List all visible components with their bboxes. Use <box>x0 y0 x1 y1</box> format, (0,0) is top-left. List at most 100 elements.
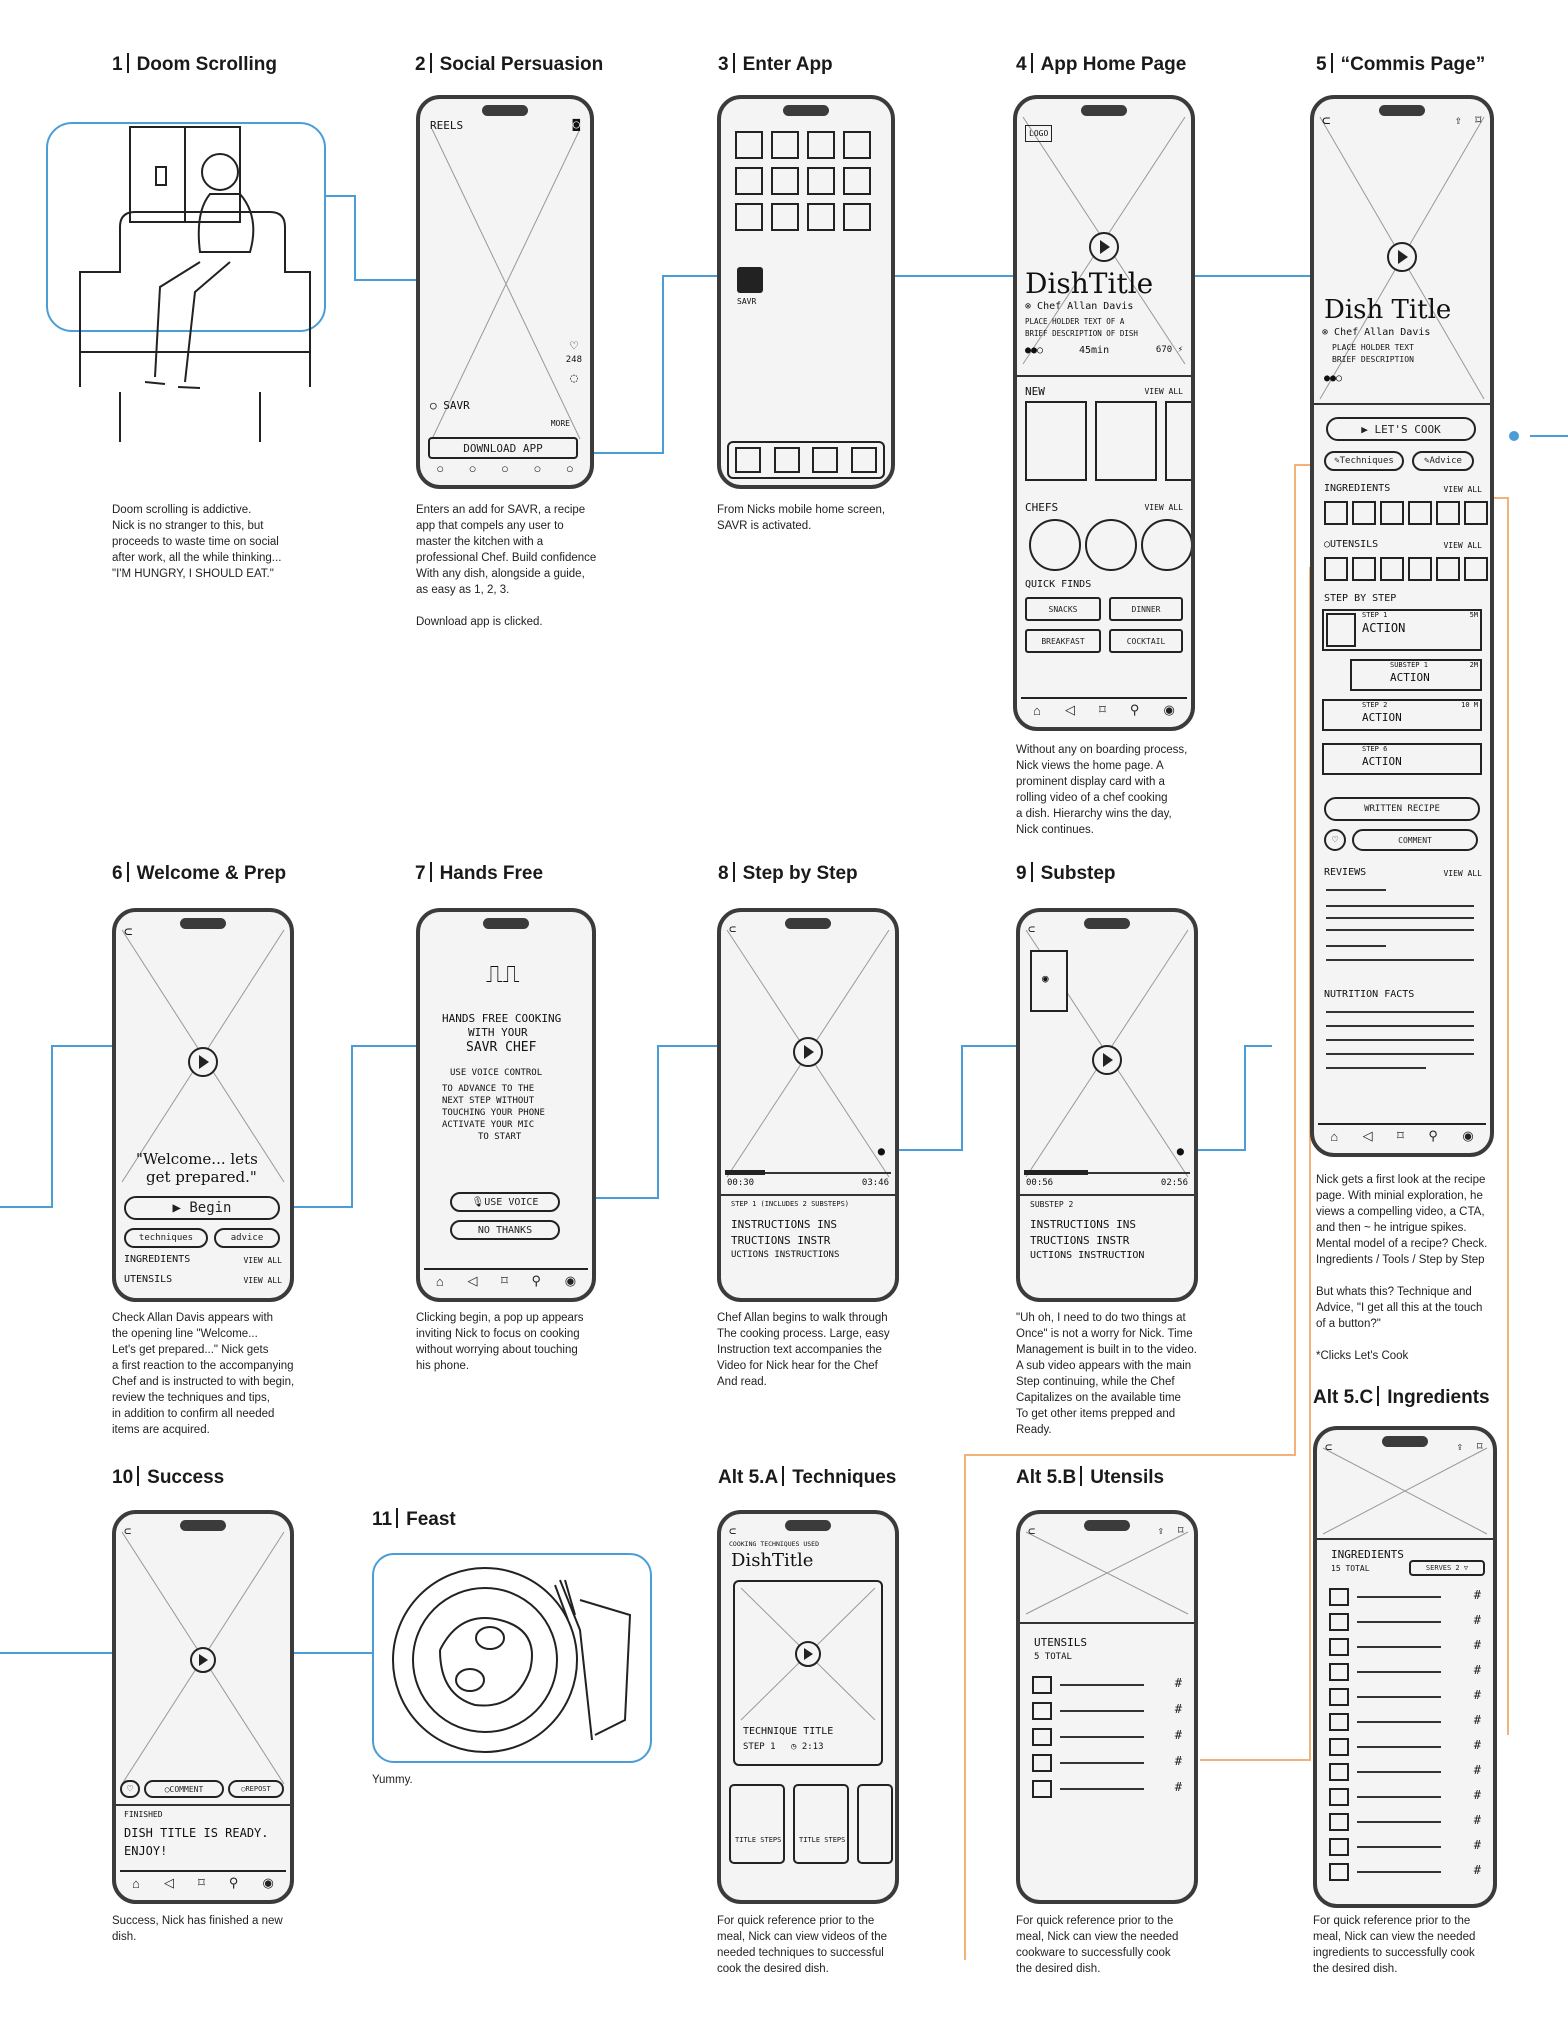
explore-icon[interactable]: ◁ <box>164 1875 175 1890</box>
nav-reels-icon[interactable]: ○ <box>533 460 542 476</box>
save-icon[interactable]: ⌑ <box>1474 113 1482 127</box>
comment-button[interactable]: ◯COMMENT <box>144 1780 224 1798</box>
utensil-thumb[interactable] <box>1464 557 1488 581</box>
technique-card[interactable] <box>857 1784 893 1864</box>
profile-icon[interactable]: ◉ <box>564 1273 577 1288</box>
technique-video[interactable] <box>733 1580 883 1766</box>
comment-button[interactable]: COMMENT <box>1352 829 1478 851</box>
profile-icon[interactable]: ◉ <box>1462 1128 1474 1143</box>
list-item[interactable]: # <box>1032 1700 1188 1726</box>
back-icon[interactable]: ⊂ <box>124 924 133 940</box>
list-item[interactable]: # <box>1329 1761 1487 1786</box>
app-icon[interactable] <box>807 167 835 195</box>
home-icon[interactable]: ⌂ <box>1033 702 1041 718</box>
serves-dropdown[interactable]: SERVES 2 ▽ <box>1409 1560 1485 1576</box>
ingredients-view-all[interactable]: VIEW ALL <box>1443 485 1482 494</box>
dock-app-icon[interactable] <box>773 447 800 473</box>
repost-button[interactable]: ◯REPOST <box>228 1780 284 1798</box>
list-item[interactable]: # <box>1329 1611 1487 1636</box>
use-voice-button[interactable]: 🎙︎USE VOICE <box>450 1192 560 1212</box>
like-button[interactable]: ♡ <box>1324 829 1346 851</box>
advice-button[interactable]: advice <box>214 1228 280 1248</box>
carousel-dots[interactable]: ●●○ <box>1324 373 1343 384</box>
app-icon[interactable] <box>843 203 871 231</box>
utensil-thumb[interactable] <box>1324 557 1348 581</box>
search-icon[interactable]: ⚲ <box>1129 702 1140 717</box>
dock-app-icon[interactable] <box>850 447 877 473</box>
new-recipe-card[interactable] <box>1025 401 1087 481</box>
list-item[interactable]: # <box>1329 1586 1487 1611</box>
app-icon[interactable] <box>771 131 799 159</box>
list-item[interactable]: # <box>1032 1726 1188 1752</box>
video-progress[interactable] <box>1024 1170 1088 1175</box>
app-icon[interactable] <box>735 167 763 195</box>
nav-home-icon[interactable]: ○ <box>436 460 445 476</box>
step-1-card[interactable] <box>1322 609 1482 651</box>
category-dinner[interactable]: DINNER <box>1109 597 1183 621</box>
bookmark-icon[interactable]: ⌑ <box>1099 702 1106 717</box>
techniques-button[interactable]: ✎ Techniques <box>1324 451 1404 471</box>
technique-card[interactable] <box>793 1784 849 1864</box>
profile-icon[interactable]: ◉ <box>262 1875 274 1890</box>
category-cocktail[interactable]: COCKTAIL <box>1109 629 1183 653</box>
home-icon[interactable]: ⌂ <box>1330 1128 1339 1144</box>
utensil-thumb[interactable] <box>1408 557 1432 581</box>
explore-icon[interactable]: ◁ <box>1065 702 1076 717</box>
begin-button[interactable]: ▶ Begin <box>124 1196 280 1220</box>
ingredient-thumb[interactable] <box>1380 501 1404 525</box>
new-recipe-card[interactable] <box>1165 401 1191 481</box>
list-item[interactable]: # <box>1032 1674 1188 1700</box>
ingredient-thumb[interactable] <box>1436 501 1460 525</box>
reviews-view-all[interactable]: VIEW ALL <box>1443 869 1482 878</box>
advice-button[interactable]: ✎Advice <box>1412 451 1474 471</box>
back-icon[interactable]: ⊂ <box>1028 922 1036 936</box>
more-link[interactable]: MORE <box>550 419 570 428</box>
list-item[interactable]: # <box>1329 1686 1487 1711</box>
list-item[interactable]: # <box>1329 1811 1487 1836</box>
mic-icon[interactable]: ● <box>877 1144 885 1158</box>
category-snacks[interactable]: SNACKS <box>1025 597 1101 621</box>
share-icon[interactable]: ⇪ <box>1454 113 1462 127</box>
dock-app-icon[interactable] <box>812 447 839 473</box>
utensil-thumb[interactable] <box>1380 557 1404 581</box>
heart-icon[interactable]: ♡ <box>570 339 578 354</box>
list-item[interactable]: # <box>1329 1836 1487 1861</box>
category-breakfast[interactable]: BREAKFAST <box>1025 629 1101 653</box>
new-view-all[interactable]: VIEW ALL <box>1144 387 1183 396</box>
video-progress[interactable] <box>725 1170 765 1175</box>
home-icon[interactable]: ⌂ <box>435 1273 444 1289</box>
list-item[interactable]: # <box>1329 1711 1487 1736</box>
list-item[interactable]: # <box>1329 1661 1487 1686</box>
app-icon[interactable] <box>771 167 799 195</box>
download-app-button[interactable]: DOWNLOAD APP <box>428 437 578 459</box>
app-icon[interactable] <box>771 203 799 231</box>
ingredients-view-all[interactable]: VIEW ALL <box>243 1256 282 1265</box>
techniques-button[interactable]: techniques <box>124 1228 208 1248</box>
step-2-card[interactable] <box>1322 699 1482 731</box>
bookmark-icon[interactable]: ⌑ <box>198 1875 205 1890</box>
camera-icon[interactable]: ◙ <box>572 117 580 131</box>
app-icon[interactable] <box>807 131 835 159</box>
like-button[interactable]: ♡ <box>120 1780 140 1798</box>
profile-icon[interactable]: ◉ <box>1163 702 1175 717</box>
carousel-dots[interactable]: ●●○ <box>1025 345 1044 356</box>
no-thanks-button[interactable]: NO THANKS <box>450 1220 560 1240</box>
chefs-view-all[interactable]: VIEW ALL <box>1144 503 1183 512</box>
lets-cook-button[interactable]: ▶ LET'S COOK <box>1326 417 1476 441</box>
save-icon[interactable]: ⌑ <box>1476 1440 1483 1453</box>
app-icon[interactable] <box>807 203 835 231</box>
back-icon[interactable]: ⊂ <box>1325 1440 1333 1454</box>
share-icon[interactable]: ⇪ <box>1456 1440 1463 1453</box>
utensils-view-all[interactable]: VIEW ALL <box>1443 541 1482 550</box>
technique-card[interactable] <box>729 1784 785 1864</box>
list-item[interactable]: # <box>1329 1636 1487 1661</box>
back-icon[interactable]: ⊂ <box>124 1524 132 1538</box>
app-icon[interactable] <box>843 131 871 159</box>
save-icon[interactable]: ⌑ <box>1177 1524 1184 1537</box>
comment-icon[interactable]: ◌ <box>570 371 578 386</box>
utensil-thumb[interactable] <box>1436 557 1460 581</box>
search-icon[interactable]: ⚲ <box>228 1875 239 1890</box>
utensils-view-all[interactable]: VIEW ALL <box>243 1276 282 1285</box>
app-icon[interactable] <box>735 203 763 231</box>
ingredient-thumb[interactable] <box>1324 501 1348 525</box>
